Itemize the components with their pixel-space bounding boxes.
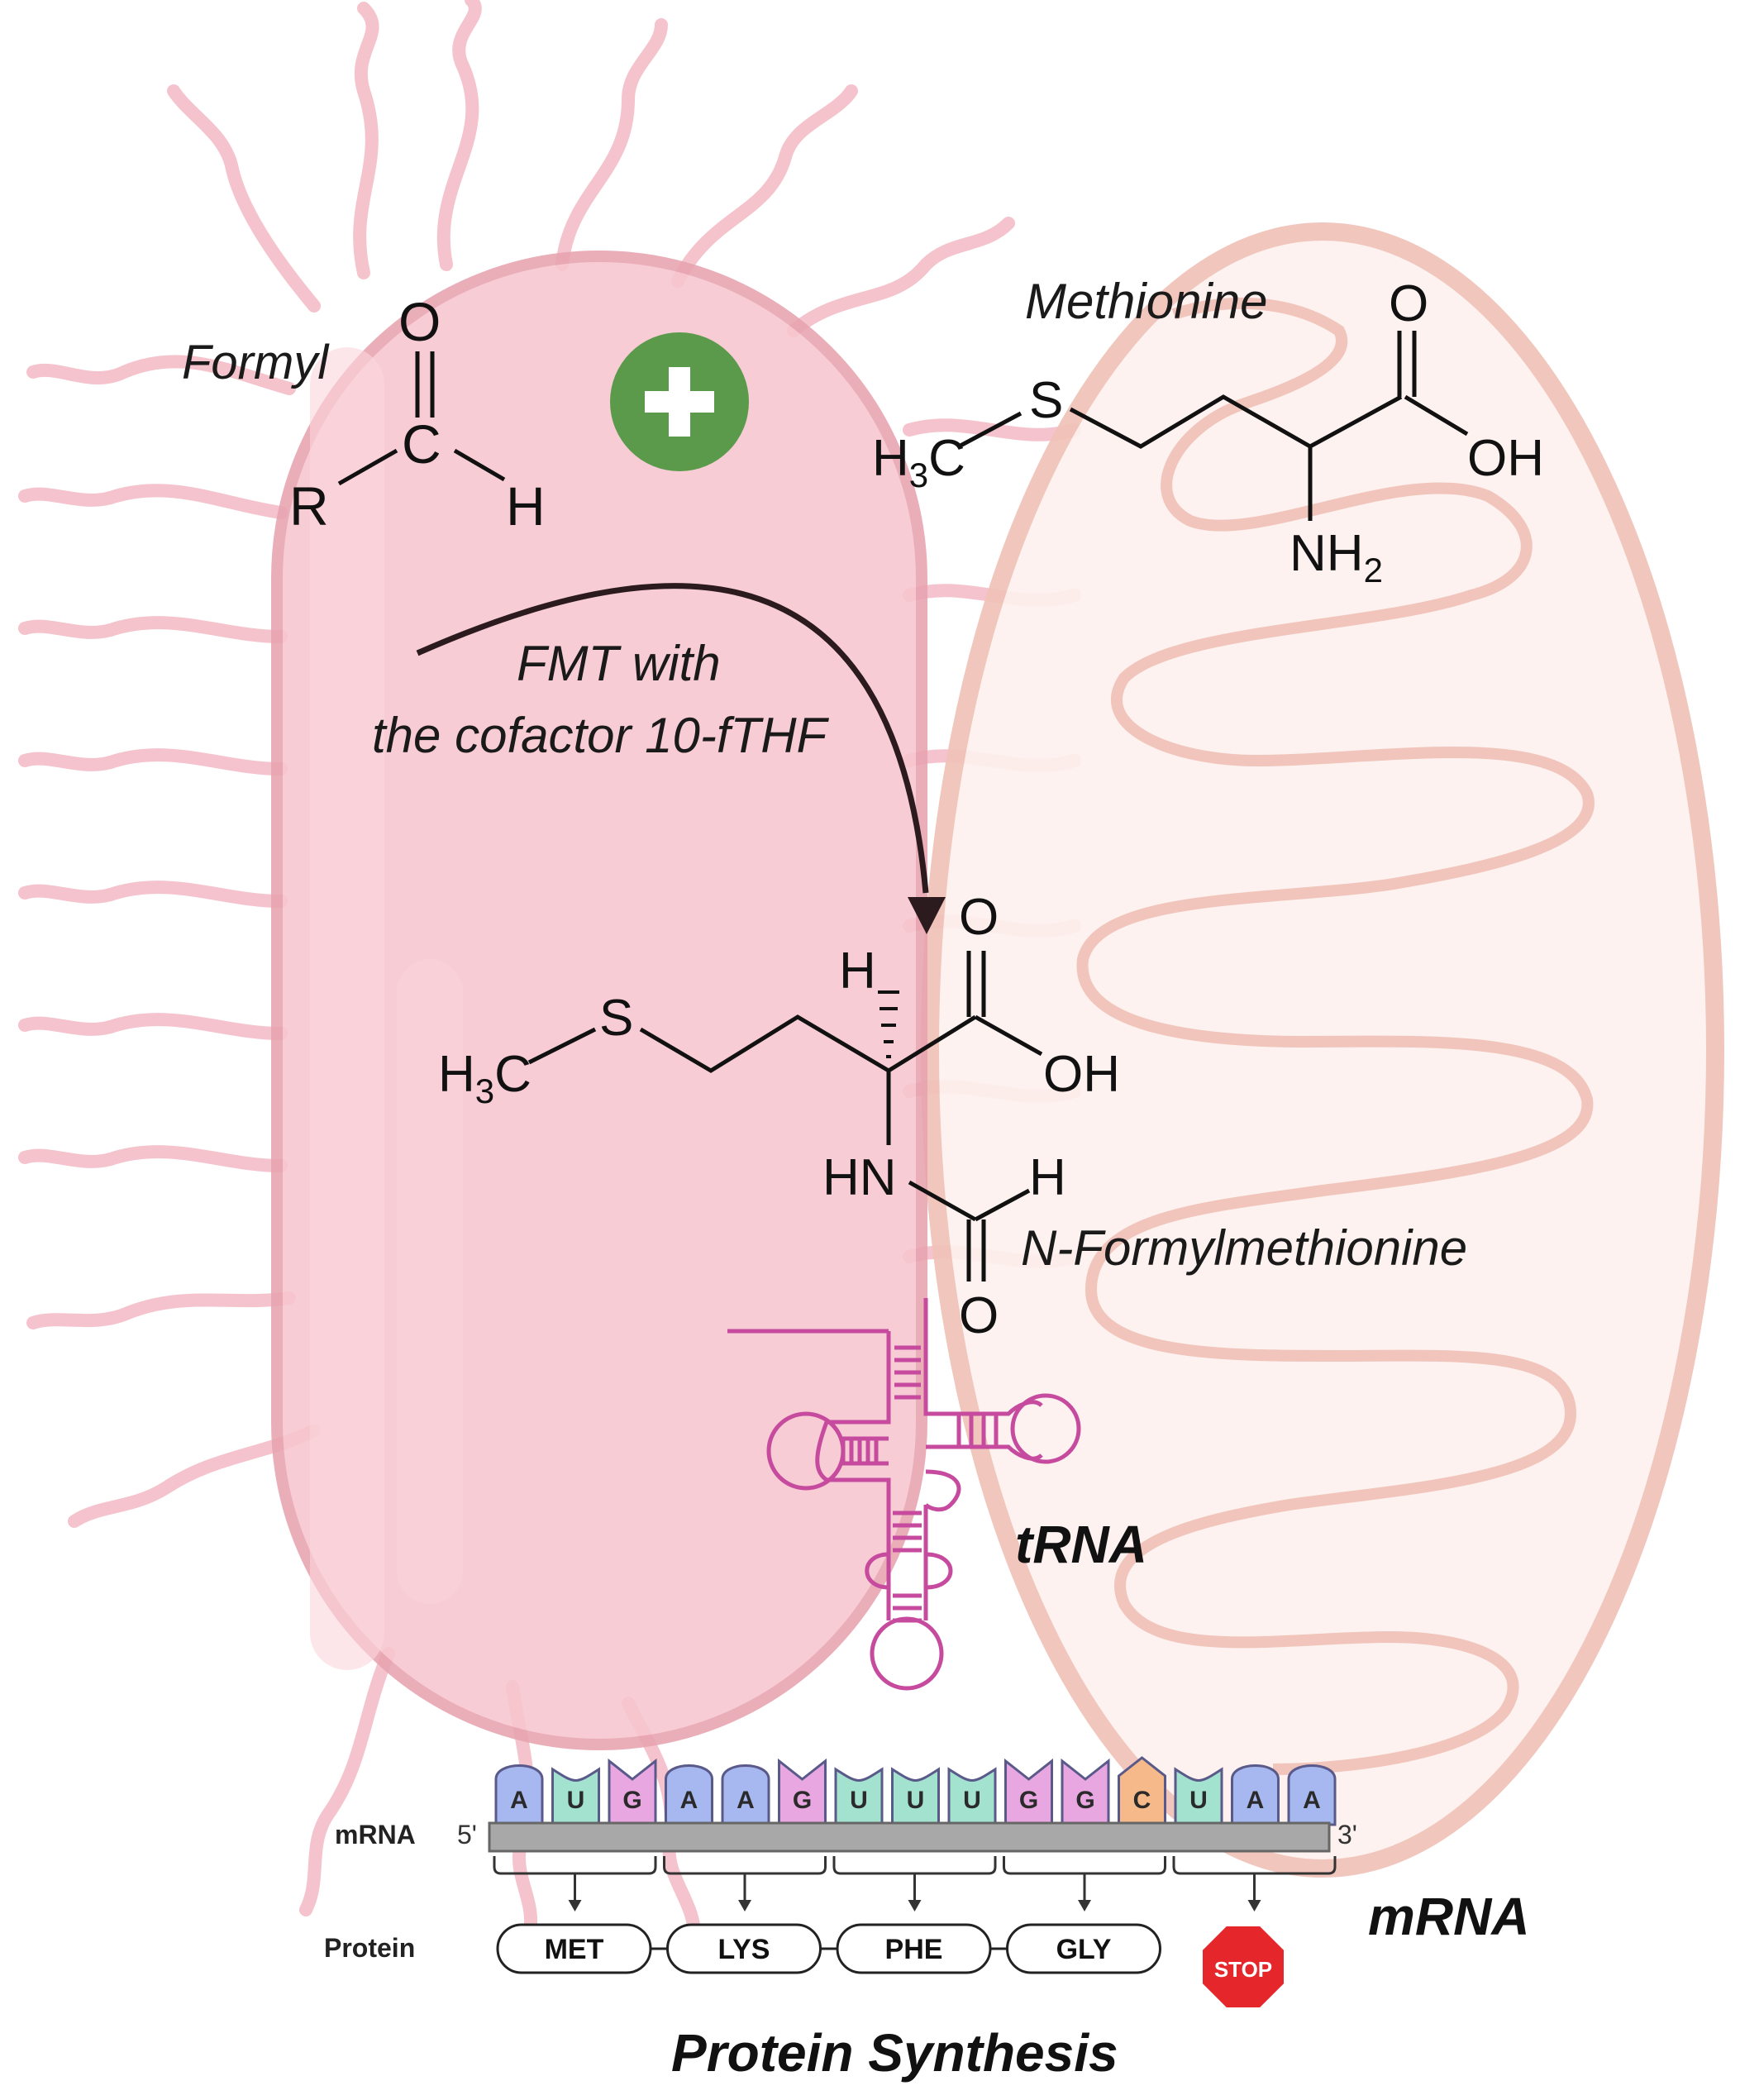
nucleotide-G: G	[778, 1758, 827, 1826]
formyl-o: O	[398, 291, 441, 352]
fmet-h3c: H3C	[438, 1046, 532, 1110]
fmet-o-formyl: O	[959, 1287, 999, 1344]
codon-bracket	[663, 1856, 827, 1875]
amino-acid-met: MET	[496, 1923, 652, 1974]
mrna-big-label: mRNA	[1368, 1887, 1530, 1946]
mrna-row-label: mRNA	[335, 1820, 416, 1849]
fmet-hash-wedge	[878, 990, 899, 1058]
nucleotide-G: G	[1061, 1758, 1110, 1826]
fmt-arrow	[416, 583, 946, 934]
nucleotide-G: G	[608, 1758, 657, 1826]
nucleotide-A: A	[665, 1764, 713, 1826]
formyl-h: H	[506, 475, 546, 537]
methionine-nh2: NH2	[1290, 525, 1383, 589]
formyl-structure: Formyl O C R H	[182, 291, 546, 537]
codon-bracket	[1003, 1856, 1166, 1875]
stop-label: STOP	[1214, 1957, 1272, 1982]
fmet-h-top: H	[839, 943, 876, 1000]
nucleotide-letter: A	[1303, 1787, 1321, 1814]
nucleotide-letter: A	[737, 1787, 755, 1814]
nucleotide-letter: U	[567, 1787, 585, 1814]
nucleotide-A: A	[494, 1764, 544, 1826]
fmet-s: S	[599, 990, 633, 1047]
methionine-label: Methionine	[1025, 274, 1268, 329]
amino-acid-lys: LYS	[666, 1923, 822, 1974]
nucleotide-G: G	[1004, 1758, 1053, 1826]
nucleotide-letter: G	[1075, 1787, 1094, 1814]
codon-brackets	[493, 1856, 1337, 1911]
plus-icon	[610, 332, 749, 471]
nucleotide-C: C	[1118, 1756, 1166, 1826]
nucleotide-letter: A	[1247, 1787, 1265, 1814]
codon-arrow-head	[1247, 1900, 1261, 1911]
nucleotide-letter: U	[850, 1787, 868, 1814]
fmet-label: N-Formylmethionine	[1021, 1220, 1467, 1276]
nucleotide-letter: U	[963, 1787, 981, 1814]
nucleotide-letter: G	[1019, 1787, 1038, 1814]
protein-synthesis-title: Protein Synthesis	[671, 2023, 1118, 2083]
nucleotide-U: U	[834, 1767, 884, 1826]
formyl-r: R	[289, 475, 329, 537]
methionine-structure: Methionine H3C S O OH NH2	[872, 274, 1544, 589]
amino-acid-gly: GLY	[1006, 1923, 1161, 1974]
fmet-o-top: O	[959, 889, 999, 946]
translation-panel: mRNA 5' 3' A U G A A G U U U G G C U A A Protein MET LY…	[324, 1756, 1357, 2011]
protein-row-label: Protein	[324, 1933, 415, 1963]
formyl-c: C	[402, 413, 441, 475]
nucleotide-letter: U	[1189, 1787, 1208, 1814]
mitochondrion-cristae	[1076, 297, 1595, 1775]
nucleotide-letter: G	[622, 1787, 641, 1814]
nucleotide-letter: A	[510, 1787, 528, 1814]
amino-acid-phe: PHE	[836, 1923, 992, 1974]
nucleotide-letter: A	[680, 1787, 698, 1814]
methionine-s: S	[1029, 372, 1063, 429]
methionine-o: O	[1389, 275, 1428, 332]
amino-acid-label: PHE	[885, 1934, 943, 1965]
amino-acid-chain: MET LYS PHE GLY	[496, 1923, 1161, 1974]
amino-acid-label: MET	[545, 1934, 604, 1965]
nucleotide-A: A	[1231, 1764, 1280, 1826]
formyl-label: Formyl	[182, 336, 330, 389]
codon-bracket	[832, 1856, 997, 1875]
fmt-label-line1: FMT with	[517, 636, 721, 691]
nucleotide-U: U	[947, 1767, 997, 1826]
amino-acid-label: LYS	[717, 1934, 770, 1965]
nucleotide-letter: C	[1133, 1787, 1151, 1814]
fmet-structure: H3C S H O OH HN H O N-Formylmethionine	[438, 889, 1467, 1344]
methionine-oh: OH	[1467, 430, 1544, 487]
codon-arrow-head	[1078, 1900, 1091, 1911]
nucleotide-U: U	[551, 1767, 600, 1826]
amino-acid-label: GLY	[1056, 1934, 1112, 1965]
nucleotide-U: U	[891, 1767, 940, 1826]
nucleotide-A: A	[1287, 1764, 1337, 1826]
five-prime-label: 5'	[457, 1820, 477, 1849]
fmet-oh: OH	[1043, 1046, 1120, 1103]
stop-sign-icon: STOP	[1199, 1923, 1287, 2011]
trna-icon	[727, 1298, 1081, 1691]
trna-label: tRNA	[1015, 1515, 1147, 1574]
nucleotide-U: U	[1174, 1767, 1223, 1826]
fmet-h-formyl: H	[1029, 1149, 1066, 1206]
nucleotide-letter: U	[907, 1787, 925, 1814]
nucleotide-letter: G	[793, 1787, 812, 1814]
fmet-hn: HN	[822, 1149, 897, 1206]
mitochondrion	[921, 222, 1724, 1878]
codon-arrow-head	[738, 1900, 751, 1911]
bacterium-body	[271, 251, 927, 1750]
three-prime-label: 3'	[1337, 1820, 1357, 1849]
fmt-label-line2: the cofactor 10-fTHF	[372, 708, 830, 763]
methionine-h3c: H3C	[872, 430, 965, 494]
codon-arrow-head	[568, 1900, 582, 1911]
codon-arrow-head	[908, 1900, 922, 1911]
mrna-strand	[488, 1821, 1331, 1853]
nucleotide-A: A	[721, 1764, 770, 1826]
